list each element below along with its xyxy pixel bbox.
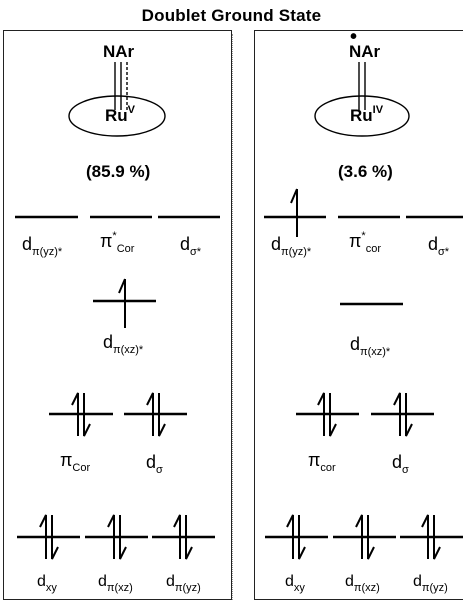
label-symbol: π — [60, 450, 73, 470]
left-label-dxy: dxy — [37, 573, 57, 594]
right-metal-label: RuIV — [350, 104, 383, 126]
label-symbol: d — [22, 234, 33, 254]
label-symbol: d — [345, 573, 354, 590]
label-symbol: d — [37, 573, 46, 590]
left-label-dsigma-star: dσ* — [180, 234, 201, 258]
label-symbol: d — [146, 452, 157, 472]
label-symbol: d — [271, 234, 282, 254]
label-subscript: π(xz)* — [360, 346, 391, 358]
label-symbol: d — [350, 334, 361, 354]
label-symbol: d — [413, 573, 422, 590]
left-label-dpiyz: dπ(yz) — [166, 573, 201, 594]
label-symbol: d — [166, 573, 175, 590]
label-symbol: π — [100, 231, 113, 251]
label-symbol: π — [349, 231, 362, 251]
left-label-dpixz-star: dπ(xz)* — [103, 332, 143, 356]
right-label-dpixz-star: dπ(xz)* — [350, 334, 390, 358]
left-pair-dpixz — [107, 514, 127, 560]
label-subscript: σ — [402, 464, 409, 476]
label-superscript: * — [361, 230, 366, 242]
right-pair-dpixz — [355, 514, 375, 560]
left-label-dpiyz-star: dπ(yz)* — [22, 234, 62, 258]
right-label-dsigma-star: dσ* — [428, 234, 449, 258]
label-subscript: xy — [293, 582, 305, 594]
left-label-pi-cor: πCor — [60, 450, 90, 474]
left-electron-up — [118, 278, 126, 328]
label-subscript: π(yz)* — [281, 246, 312, 258]
left-pair-dsigma — [146, 392, 166, 437]
right-label-dpiyz-star: dπ(yz)* — [271, 234, 311, 258]
label-subscript: cor — [320, 462, 336, 474]
left-metal-label: RuV — [105, 104, 135, 126]
left-percent: (85.9 %) — [86, 162, 151, 181]
right-pair-pi-cor — [317, 392, 337, 437]
left-pair-pi-cor — [71, 392, 91, 437]
label-symbol: d — [98, 573, 107, 590]
left-label-dpixz: dπ(xz) — [98, 573, 133, 594]
label-subscript: cor — [365, 243, 381, 255]
left-metal-symbol: Ru — [105, 106, 128, 125]
label-symbol: d — [428, 234, 439, 254]
label-symbol: d — [285, 573, 294, 590]
label-symbol: d — [103, 332, 114, 352]
right-radical-dot: • — [350, 26, 358, 48]
right-ligand-label: NAr — [349, 42, 381, 61]
right-label-pi-cor: πcor — [308, 450, 336, 474]
right-label-dxy: dxy — [285, 573, 305, 594]
label-subscript: π(xz) — [106, 582, 133, 594]
left-pair-dxy — [39, 514, 59, 560]
label-subscript: π(yz)* — [32, 246, 63, 258]
label-subscript: σ* — [438, 246, 450, 258]
right-percent: (3.6 %) — [338, 162, 393, 181]
left-ru-ellipse — [68, 95, 166, 137]
diagram-title: Doublet Ground State — [141, 6, 322, 25]
right-label-dsigma: dσ — [392, 452, 409, 476]
left-pair-dpiyz — [173, 514, 193, 560]
right-label-pi-cor-star: π*cor — [349, 230, 381, 255]
right-pair-dsigma — [393, 392, 413, 437]
right-metal-symbol: Ru — [350, 106, 373, 125]
label-subscript: σ — [156, 464, 163, 476]
label-superscript: * — [112, 230, 117, 242]
label-subscript: π(yz) — [421, 582, 448, 594]
left-ligand-label: NAr — [103, 42, 135, 61]
right-ru-ellipse — [314, 95, 410, 137]
panel-divider — [232, 34, 236, 600]
right-label-dpixz: dπ(xz) — [345, 573, 380, 594]
right-pair-dxy — [286, 514, 306, 560]
label-subscript: π(xz) — [353, 582, 380, 594]
left-label-pi-cor-star: π*Cor — [100, 230, 134, 255]
label-subscript: π(yz) — [174, 582, 201, 594]
left-metal-oxidation: V — [127, 104, 136, 116]
label-subscript: Cor — [72, 462, 91, 474]
right-metal-oxidation: IV — [372, 104, 384, 116]
label-subscript: σ* — [190, 246, 202, 258]
label-subscript: Cor — [116, 243, 135, 255]
right-pair-dpiyz — [421, 514, 441, 560]
right-label-dpiyz: dπ(yz) — [413, 573, 448, 594]
label-subscript: π(xz)* — [113, 344, 144, 356]
label-symbol: d — [392, 452, 403, 472]
right-electron-up — [290, 188, 298, 237]
left-label-dsigma: dσ — [146, 452, 163, 476]
label-subscript: xy — [45, 582, 57, 594]
label-symbol: π — [308, 450, 321, 470]
label-symbol: d — [180, 234, 191, 254]
